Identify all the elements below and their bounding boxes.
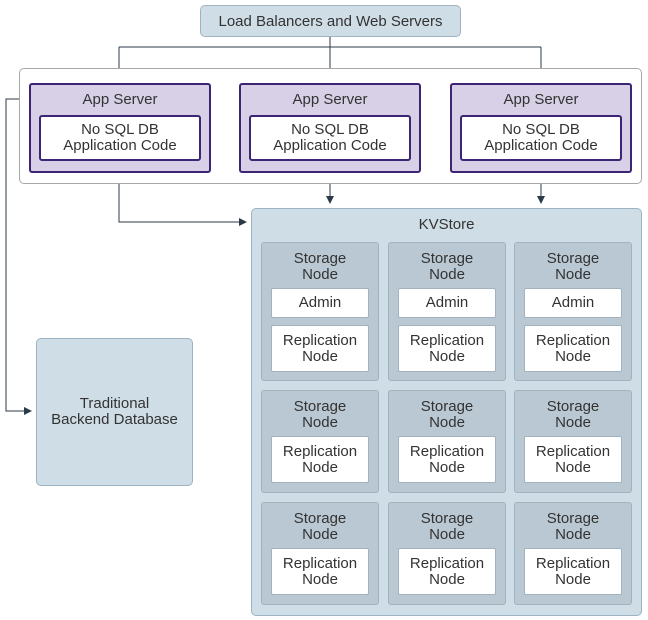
storage-node-line1: Storage bbox=[546, 510, 600, 527]
replication-node-line2: Node bbox=[429, 458, 465, 476]
storage-node-line1: Storage bbox=[293, 510, 347, 527]
replication-node-box: Replication Node bbox=[398, 436, 496, 483]
storage-node-line1: Storage bbox=[420, 250, 474, 267]
replication-node-line1: Replication bbox=[282, 554, 358, 572]
traditional-backend-database: Traditional Backend Database bbox=[36, 338, 193, 486]
storage-node-line2: Node bbox=[429, 526, 465, 543]
storage-node: Storage Node Replication Node bbox=[388, 502, 506, 605]
app-server-1: App Server No SQL DB Application Code bbox=[29, 83, 211, 173]
storage-node-title: Storage Node bbox=[294, 251, 347, 283]
admin-label: Admin bbox=[298, 294, 342, 311]
storage-node-line1: Storage bbox=[420, 398, 474, 415]
replication-node-box: Replication Node bbox=[524, 325, 622, 372]
storage-node-line1: Storage bbox=[546, 398, 600, 415]
app-code-line2: Application Code bbox=[273, 137, 387, 154]
storage-node-title: Storage Node bbox=[294, 511, 347, 543]
admin-box: Admin bbox=[271, 288, 369, 318]
app-code-line2: Application Code bbox=[63, 137, 177, 154]
app-code-line1: No SQL DB bbox=[81, 121, 159, 138]
replication-node-line2: Node bbox=[302, 458, 338, 476]
admin-box: Admin bbox=[398, 288, 496, 318]
replication-node-box: Replication Node bbox=[398, 548, 496, 595]
storage-node-title: Storage Node bbox=[421, 511, 474, 543]
storage-node-line2: Node bbox=[302, 414, 338, 431]
replication-node-box: Replication Node bbox=[524, 436, 622, 483]
replication-node-line2: Node bbox=[555, 347, 591, 365]
replication-node-line2: Node bbox=[429, 347, 465, 365]
storage-node-line2: Node bbox=[429, 266, 465, 283]
replication-node-box: Replication Node bbox=[271, 436, 369, 483]
storage-node-line2: Node bbox=[302, 266, 338, 283]
app-server-title: App Server bbox=[292, 91, 368, 108]
storage-node: Storage Node Admin Replication Node bbox=[388, 242, 506, 381]
storage-node-title: Storage Node bbox=[421, 399, 474, 431]
storage-node-line2: Node bbox=[555, 526, 591, 543]
replication-node-line1: Replication bbox=[409, 331, 485, 349]
storage-node-title: Storage Node bbox=[547, 399, 600, 431]
storage-node-line2: Node bbox=[555, 414, 591, 431]
storage-node: Storage Node Replication Node bbox=[261, 390, 379, 493]
replication-node-line2: Node bbox=[555, 458, 591, 476]
admin-label: Admin bbox=[551, 294, 595, 311]
traditional-db-line2: Backend Database bbox=[51, 411, 178, 428]
app-server-3: App Server No SQL DB Application Code bbox=[450, 83, 632, 173]
load-balancers-box: Load Balancers and Web Servers bbox=[200, 5, 461, 37]
app1-to-traditional-db-arrow bbox=[5, 98, 32, 415]
app-code-box: No SQL DB Application Code bbox=[460, 115, 622, 161]
app-server-title: App Server bbox=[503, 91, 579, 108]
storage-node-line1: Storage bbox=[420, 510, 474, 527]
app-code-box: No SQL DB Application Code bbox=[39, 115, 201, 161]
replication-node-line2: Node bbox=[555, 570, 591, 588]
replication-node-line1: Replication bbox=[535, 554, 611, 572]
storage-node-title: Storage Node bbox=[547, 251, 600, 283]
storage-node-title: Storage Node bbox=[294, 399, 347, 431]
app-code-line2: Application Code bbox=[484, 137, 598, 154]
storage-node-line2: Node bbox=[429, 414, 465, 431]
storage-node: Storage Node Replication Node bbox=[514, 390, 632, 493]
replication-node-line1: Replication bbox=[535, 442, 611, 460]
storage-node-line1: Storage bbox=[293, 250, 347, 267]
storage-node-title: Storage Node bbox=[421, 251, 474, 283]
kvstore-title: KVStore bbox=[418, 216, 475, 233]
load-balancers-label: Load Balancers and Web Servers bbox=[218, 12, 443, 30]
storage-node-line2: Node bbox=[555, 266, 591, 283]
admin-box: Admin bbox=[524, 288, 622, 318]
replication-node-line1: Replication bbox=[409, 442, 485, 460]
app-code-line1: No SQL DB bbox=[502, 121, 580, 138]
storage-node: Storage Node Replication Node bbox=[388, 390, 506, 493]
admin-label: Admin bbox=[425, 294, 469, 311]
storage-node: Storage Node Admin Replication Node bbox=[514, 242, 632, 381]
replication-node-line2: Node bbox=[302, 570, 338, 588]
replication-node-line1: Replication bbox=[535, 331, 611, 349]
app-code-box: No SQL DB Application Code bbox=[249, 115, 411, 161]
app-server-title: App Server bbox=[82, 91, 158, 108]
app-code-line1: No SQL DB bbox=[291, 121, 369, 138]
app-server-2: App Server No SQL DB Application Code bbox=[239, 83, 421, 173]
replication-node-line1: Replication bbox=[282, 331, 358, 349]
replication-node-box: Replication Node bbox=[271, 325, 369, 372]
storage-node-title: Storage Node bbox=[547, 511, 600, 543]
replication-node-line2: Node bbox=[429, 570, 465, 588]
storage-node: Storage Node Admin Replication Node bbox=[261, 242, 379, 381]
replication-node-box: Replication Node bbox=[271, 548, 369, 595]
storage-node-line1: Storage bbox=[293, 398, 347, 415]
storage-node-line2: Node bbox=[302, 526, 338, 543]
replication-node-line1: Replication bbox=[409, 554, 485, 572]
storage-node: Storage Node Replication Node bbox=[514, 502, 632, 605]
replication-node-line2: Node bbox=[302, 347, 338, 365]
replication-node-line1: Replication bbox=[282, 442, 358, 460]
storage-node: Storage Node Replication Node bbox=[261, 502, 379, 605]
replication-node-box: Replication Node bbox=[398, 325, 496, 372]
traditional-db-line1: Traditional bbox=[79, 395, 150, 412]
storage-node-line1: Storage bbox=[546, 250, 600, 267]
replication-node-box: Replication Node bbox=[524, 548, 622, 595]
